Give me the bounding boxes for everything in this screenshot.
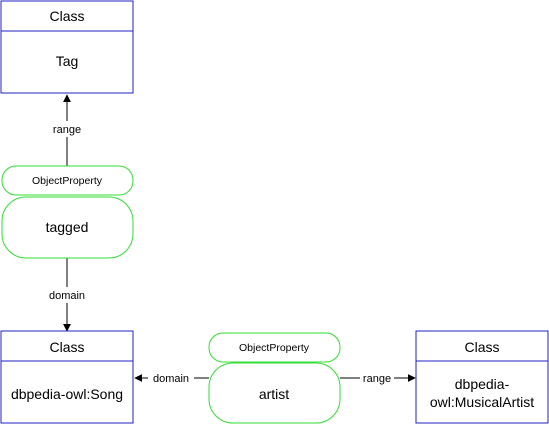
- class-node-tag[interactable]: Class Tag: [0, 0, 134, 94]
- edge-artist-domain: domain: [134, 370, 209, 386]
- edge-tagged-domain: domain: [44, 258, 90, 332]
- property-node-tagged[interactable]: ObjectProperty tagged: [1, 165, 134, 259]
- edge-label-range: range: [53, 124, 81, 136]
- class-node-musical-artist[interactable]: Class dbpedia- owl:MusicalArtist: [415, 330, 549, 424]
- class-name: Tag: [56, 53, 79, 69]
- edge-label-range: range: [363, 373, 391, 385]
- class-name-line-1: dbpedia-: [455, 376, 510, 392]
- class-name-line-2: owl:MusicalArtist: [430, 394, 534, 410]
- edge-label-domain: domain: [153, 373, 189, 385]
- class-node-song[interactable]: Class dbpedia-owl:Song: [0, 330, 134, 424]
- class-name: dbpedia-owl:Song: [11, 386, 123, 402]
- property-name: artist: [259, 386, 289, 402]
- edge-artist-range: range: [340, 370, 416, 386]
- class-header: Class: [49, 8, 84, 24]
- property-header: ObjectProperty: [239, 342, 310, 354]
- edge-label-domain: domain: [49, 290, 85, 302]
- class-header: Class: [49, 339, 84, 355]
- property-node-artist[interactable]: ObjectProperty artist: [208, 332, 341, 424]
- property-header: ObjectProperty: [32, 175, 103, 187]
- property-name: tagged: [46, 219, 89, 235]
- edge-tagged-range: range: [50, 94, 84, 167]
- class-header: Class: [464, 339, 499, 355]
